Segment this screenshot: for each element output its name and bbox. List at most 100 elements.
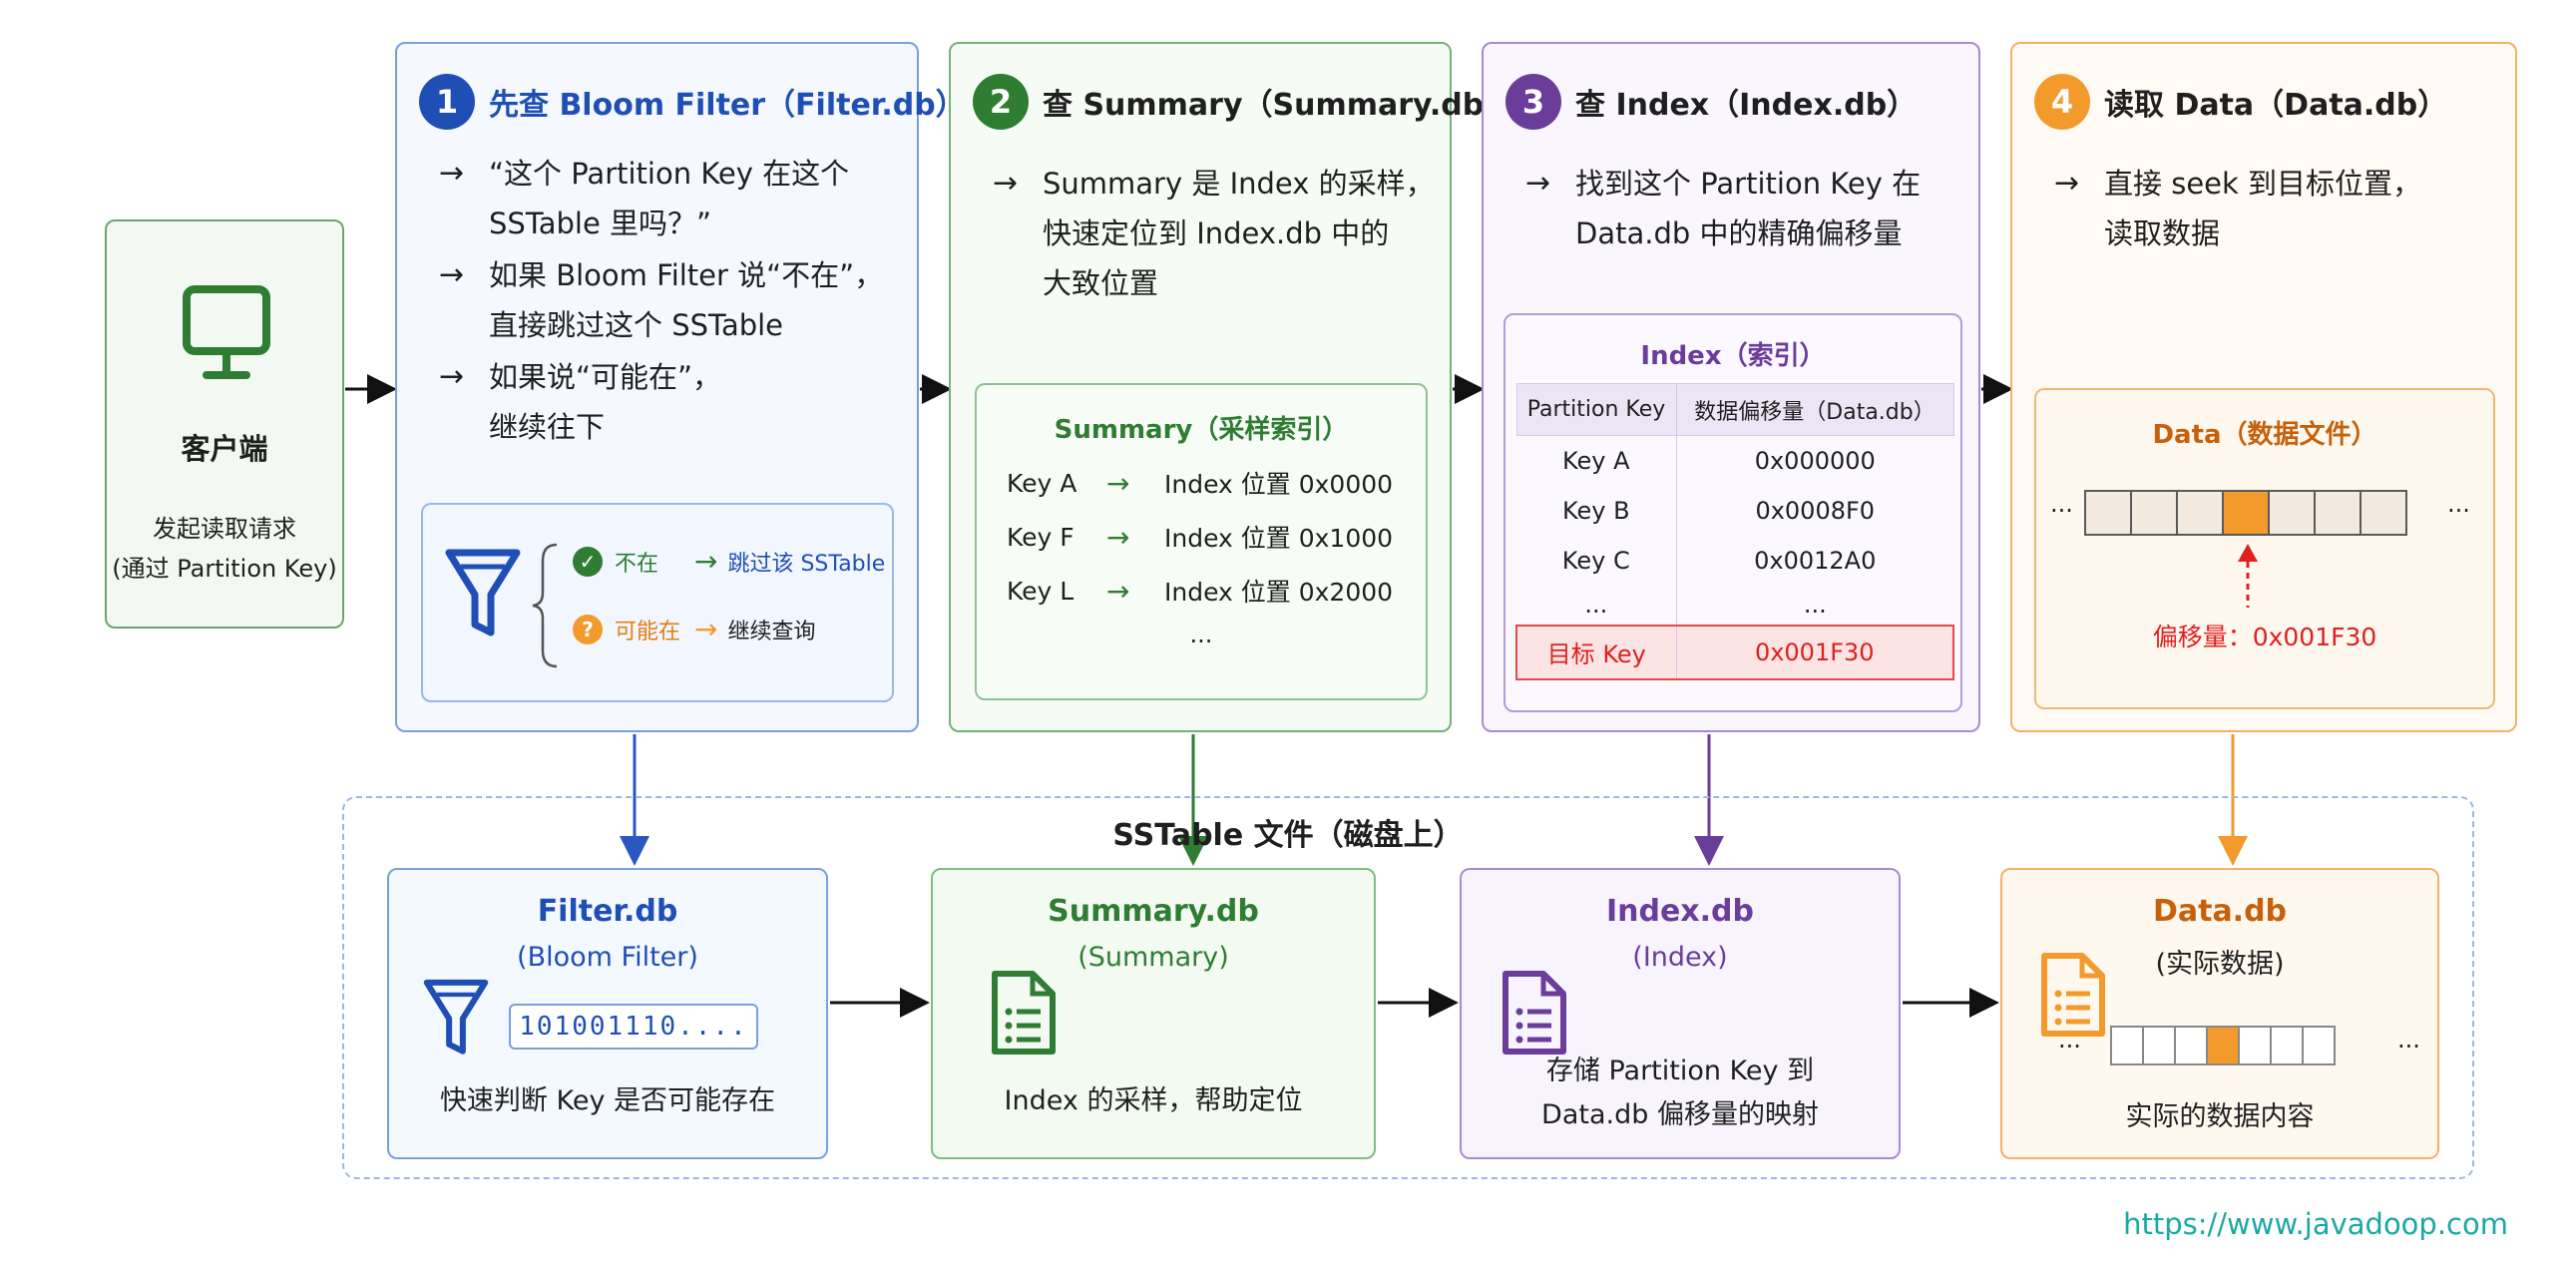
data-block — [2084, 490, 2132, 536]
data-block — [2360, 490, 2407, 536]
filter-maybe-label: 可能在 — [615, 619, 681, 644]
document-icon — [1503, 971, 1566, 1055]
summary-value: Index 位置 0x2000 — [1164, 578, 1394, 607]
file-name: Filter.db — [537, 894, 678, 929]
data-blocks — [2084, 490, 2407, 536]
step4-panel: 4 读取 Data（Data.db） →直接 seek 到目标位置， 读取数据 … — [2010, 42, 2517, 732]
file-name: Summary.db — [1048, 894, 1259, 929]
step4-number-badge: 4 — [2034, 74, 2090, 130]
table-header: 数据偏移量（Data.db） — [1675, 383, 1954, 436]
filter-no-label: 不在 — [615, 551, 659, 577]
client-title: 客户端 — [181, 432, 268, 466]
bullet-text: 找到这个 Partition Key 在 Data.db 中的精确偏移量 — [1575, 167, 1922, 250]
data-ellipsis-right: ... — [2397, 1026, 2420, 1054]
monitor-icon — [183, 285, 270, 379]
right-arrow-icon: → — [1106, 520, 1130, 554]
table-cell: Key B — [1516, 485, 1677, 536]
file-name: Data.db — [2152, 894, 2288, 929]
list-item: →找到这个 Partition Key 在 Data.db 中的精确偏移量 — [1525, 159, 1921, 258]
data-block — [2314, 490, 2361, 536]
file-desc: 快速判断 Key 是否可能存在 — [439, 1085, 776, 1116]
data-block — [2130, 490, 2178, 536]
step2-title: 查 Summary（Summary.db） — [1043, 88, 1514, 123]
step2-bullets: →Summary 是 Index 的采样， 快速定位到 Index.db 中的 … — [993, 159, 1435, 310]
bullet-text: 如果说“可能在”， 继续往下 — [489, 360, 722, 444]
table-cell: 0x0008F0 — [1755, 496, 1876, 525]
file-sub: (Bloom Filter) — [517, 942, 698, 973]
table-header-row: Partition Key 数据偏移量（Data.db） — [1515, 383, 1954, 436]
step4-header: 4 读取 Data（Data.db） — [2034, 74, 2447, 130]
summary-more: ... — [1189, 621, 1213, 648]
brace-icon — [532, 543, 558, 668]
summary-key: Key L — [1007, 576, 1074, 606]
data-block — [2268, 490, 2316, 536]
table-cell: ... — [1516, 585, 1677, 626]
right-arrow-icon: → — [439, 257, 465, 292]
summary-sample-box: Summary（采样索引） Key A → Index 位置 0x0000 Ke… — [975, 383, 1428, 700]
step1-title: 先查 Bloom Filter（Filter.db） — [489, 88, 966, 123]
summary-box-title: Summary（采样索引） — [1054, 415, 1349, 445]
watermark-link[interactable]: https://www.javadoop.com — [2123, 1207, 2508, 1241]
file-sub: (Summary) — [1077, 942, 1229, 973]
data-blocks — [2110, 1026, 2336, 1065]
client-sub-line1: 发起读取请求 — [153, 515, 296, 543]
data-file-box: Data（数据文件） ... ... 偏移量：0x001F30 — [2034, 388, 2495, 709]
file-desc: 实际的数据内容 — [2125, 1101, 2315, 1132]
step1-header: 1 先查 Bloom Filter（Filter.db） — [419, 74, 966, 130]
file-sub: (实际数据) — [2155, 949, 2285, 980]
filter-row-maybe: ? 可能在 → 继续查询 — [573, 613, 815, 645]
data-box-title: Data（数据文件） — [2152, 420, 2377, 450]
right-arrow-icon: → — [1106, 574, 1130, 608]
index-table-box: Index（索引） Partition Key 数据偏移量（Data.db） K… — [1503, 313, 1962, 712]
table-cell: 0x0012A0 — [1754, 546, 1877, 575]
summary-key: Key F — [1007, 522, 1074, 552]
data-block — [2142, 1026, 2176, 1065]
document-icon — [992, 971, 1056, 1055]
data-db-card: Data.db (实际数据) ... ... 实际的数据内容 — [2000, 868, 2439, 1159]
step2-number-badge: 2 — [973, 74, 1029, 130]
list-item: →如果说“可能在”， 继续往下 — [439, 352, 883, 452]
sstable-label: SSTable 文件（磁盘上） — [1112, 818, 1464, 853]
offset-arrow-icon — [2238, 544, 2258, 608]
file-desc: Index 的采样，帮助定位 — [1004, 1085, 1303, 1116]
bit-array: 101001110.... — [509, 1004, 758, 1050]
table-header: Partition Key — [1515, 383, 1677, 436]
data-block — [2238, 1026, 2272, 1065]
step4-title: 读取 Data（Data.db） — [2104, 88, 2448, 123]
summary-row: Key A → Index 位置 0x0000 — [1007, 465, 1393, 501]
question-circle-icon: ? — [573, 614, 603, 644]
target-data-block — [2222, 490, 2270, 536]
document-icon — [2041, 953, 2105, 1037]
filter-maybe-action: 继续查询 — [727, 619, 816, 644]
funnel-icon — [445, 549, 521, 636]
step3-header: 3 查 Index（Index.db） — [1505, 74, 1917, 130]
list-item: →“这个 Partition Key 在这个 SSTable 里吗？” — [439, 149, 883, 248]
data-block — [2174, 1026, 2208, 1065]
step3-panel: 3 查 Index（Index.db） →找到这个 Partition Key … — [1482, 42, 1980, 732]
table-row: ...... — [1516, 585, 1953, 626]
summary-row: Key F → Index 位置 0x1000 — [1007, 519, 1393, 555]
list-item: →Summary 是 Index 的采样， 快速定位到 Index.db 中的 … — [993, 159, 1435, 308]
summary-key: Key A — [1007, 468, 1077, 498]
table-cell: ... — [1803, 591, 1827, 619]
data-block — [2176, 490, 2224, 536]
step1-bullets: →“这个 Partition Key 在这个 SSTable 里吗？” →如果 … — [439, 149, 883, 454]
right-arrow-icon: → — [1106, 466, 1130, 500]
filter-no-action: 跳过该 SSTable — [727, 551, 886, 577]
data-ellipsis-left: ... — [2050, 490, 2073, 518]
file-name: Index.db — [1605, 894, 1755, 929]
file-sub: (Index) — [1632, 942, 1728, 973]
file-desc: 存储 Partition Key 到 Data.db 偏移量的映射 — [1541, 1056, 1819, 1130]
step3-bullets: →找到这个 Partition Key 在 Data.db 中的精确偏移量 — [1525, 159, 1921, 260]
index-box-title: Index（索引） — [1640, 341, 1826, 371]
table-row: Key B 0x0008F0 — [1516, 485, 1953, 536]
target-data-block — [2206, 1026, 2240, 1065]
right-arrow-icon: → — [694, 545, 718, 578]
list-item: →如果 Bloom Filter 说“不在”， 直接跳过这个 SSTable — [439, 250, 883, 350]
step3-number-badge: 3 — [1505, 74, 1561, 130]
data-ellipsis-right: ... — [2447, 490, 2470, 518]
data-block — [2270, 1026, 2304, 1065]
